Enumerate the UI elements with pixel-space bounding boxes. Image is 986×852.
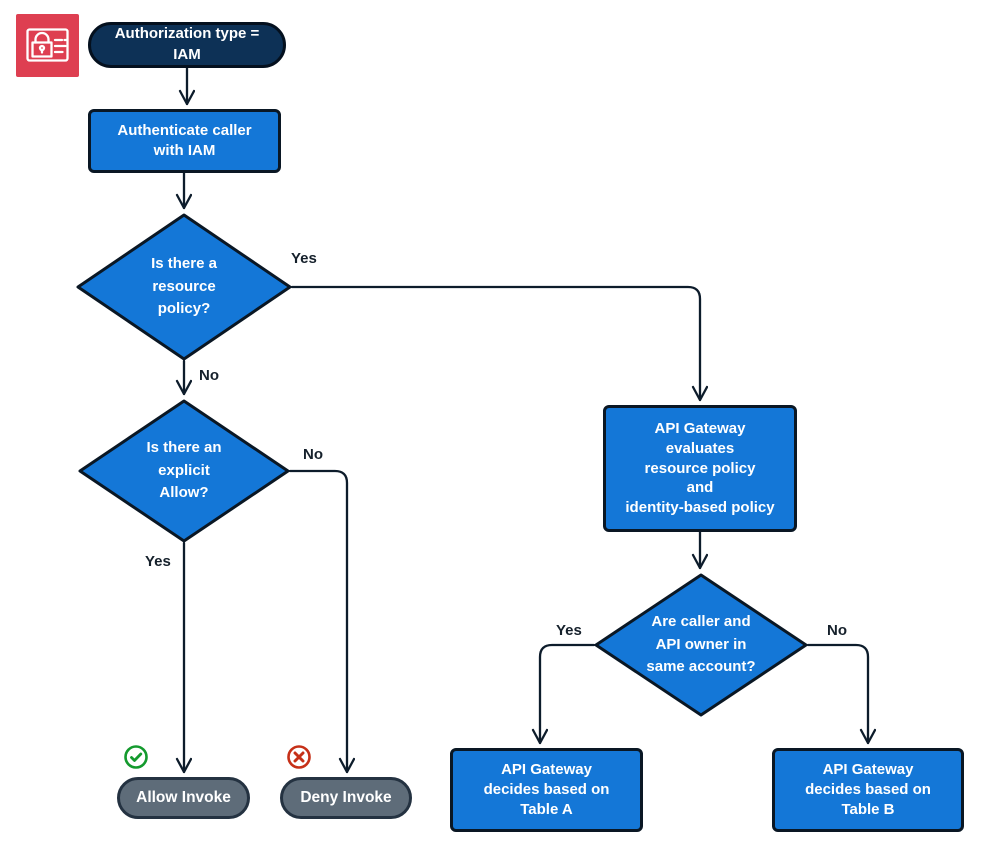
node-label-line: resource (152, 277, 216, 295)
node-label-line: Deny Invoke (300, 788, 392, 806)
iam-lock-shackle (34, 31, 50, 44)
edge-label-same-account-yes: Yes (556, 622, 582, 639)
node-label-line: resource policy (644, 459, 756, 477)
node-label-line: Are caller and (651, 613, 751, 631)
edge-label-resource-policy-yes: Yes (291, 250, 317, 267)
edge-label-same-account-no: No (827, 622, 847, 639)
edge-label-explicit-allow-no: No (303, 446, 323, 463)
node-label: Deny Invoke (300, 789, 391, 808)
node-label-line: identity-based policy (625, 499, 775, 517)
edge-same-account-no (806, 643, 868, 745)
cross-mark (293, 751, 305, 763)
node-authenticate-caller: Authenticate caller with IAM (88, 109, 281, 173)
node-label-line: API Gateway (501, 761, 592, 779)
node-label: Is there a resource policy? (151, 253, 217, 321)
node-label-line: IAM (173, 46, 201, 63)
node-label-line: same account? (646, 658, 756, 676)
node-start: Authorization type = IAM (88, 22, 286, 68)
node-label: Allow Invoke (136, 789, 231, 808)
node-label-line: Authorization type = (114, 25, 260, 43)
node-label-line: Allow? (159, 484, 209, 502)
check-mark (130, 752, 143, 762)
node-label-line: explicit (158, 461, 210, 479)
diamond-shape (594, 573, 808, 717)
node-label-line: and (686, 479, 714, 497)
edge-explicit-allow-no (288, 469, 347, 774)
iam-icon-background (16, 14, 79, 77)
edge-same-account-yes (540, 643, 596, 745)
node-label: API Gateway evaluates resource policy and id… (625, 419, 774, 518)
node-label-line: decides based on (483, 781, 610, 799)
diamond-shape-svg (76, 213, 292, 361)
iam-card-outline (26, 28, 69, 62)
node-label-line: policy? (157, 300, 211, 318)
edge-label-explicit-allow-yes: Yes (145, 553, 171, 570)
edge-label-resource-policy-no: No (199, 367, 219, 384)
iam-lock-card-icon (16, 14, 79, 77)
diamond-shape-svg (78, 399, 290, 543)
node-label: Authenticate caller with IAM (117, 121, 251, 161)
node-label-line: Authenticate caller (117, 122, 252, 140)
iam-lock-body (31, 41, 53, 58)
node-label: Authorization type = IAM (115, 24, 260, 65)
node-label-line: evaluates (665, 439, 735, 457)
diamond-shape (78, 399, 290, 543)
node-label-line: decides based on (805, 781, 931, 799)
diamond-shape (76, 213, 292, 361)
node-resource-policy-decision: Is there a resource policy? (76, 213, 292, 361)
node-label-line: Table A (520, 800, 573, 818)
node-evaluate-policies: API Gateway evaluates resource policy and id… (603, 405, 797, 532)
node-label-line: Table B (841, 800, 895, 818)
node-label-line: with IAM (153, 142, 216, 159)
node-label-line: Is there an (146, 439, 222, 457)
node-label-line: API Gateway (654, 420, 746, 437)
diamond-shape-svg (594, 573, 808, 717)
node-label-line: Is there a (151, 255, 217, 273)
success-check-icon (124, 745, 148, 769)
iam-card-text-lines (53, 38, 68, 54)
node-allow-invoke: Allow Invoke (117, 777, 250, 819)
node-label-line: API owner in (655, 635, 747, 653)
node-deny-invoke: Deny Invoke (280, 777, 412, 819)
error-cross-icon (287, 745, 311, 769)
node-label-line: API Gateway (822, 761, 914, 779)
node-label-line: Allow Invoke (136, 788, 231, 806)
edge-resource-policy-yes (290, 285, 700, 402)
